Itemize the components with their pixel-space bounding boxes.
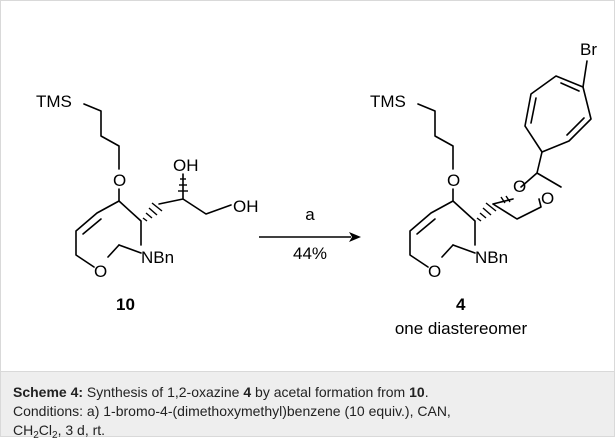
reactant-chain-bonds (83, 103, 120, 170)
caption-line-3: CH2Cl2, 3 d, rt. (13, 421, 602, 441)
reactant-ring-bonds (75, 188, 120, 268)
caption-text-3: . (424, 384, 429, 400)
reactant-ring-n-bond (118, 244, 142, 254)
arrow-reagent-label: a (305, 205, 315, 224)
reactant-compound-label: 10 (116, 295, 135, 314)
product-aryl-ring (524, 75, 592, 153)
reactant-nbn-label: NBn (141, 248, 174, 267)
reactant-oh2-label: OH (233, 197, 259, 216)
product-o-dioxolane-2-label: O (541, 189, 554, 208)
caption-text-2: by acetal formation from (251, 384, 410, 400)
caption-text-1: Synthesis of 1,2-oxazine (83, 384, 244, 400)
product-nbn-label: NBn (475, 248, 508, 267)
product-structure (409, 60, 592, 268)
caption-sub-1: 2 (33, 430, 39, 441)
product-hash-bond-2 (500, 195, 511, 204)
reaction-arrow (259, 232, 361, 242)
caption-solvent-mid: Cl (38, 422, 53, 438)
reaction-scheme: TMS O OH OH NBn O 10 a 44% (1, 1, 614, 371)
caption-solvent-prefix: CH (13, 422, 34, 438)
product-aryl-double-bonds (530, 82, 585, 136)
caption-line-1: Scheme 4: Synthesis of 1,2-oxazine 4 by … (13, 383, 602, 402)
reactant-o-ring-label: O (94, 262, 107, 281)
product-br-label: Br (580, 40, 597, 59)
reactant-hash-bond-2 (178, 178, 188, 192)
caption-compound-a: 4 (243, 384, 252, 400)
product-dioxolane-bonds (492, 151, 562, 220)
caption-sub-2: 2 (52, 430, 58, 441)
product-o-ether-label: O (447, 171, 460, 190)
reactant-hash-bond (142, 202, 163, 222)
reactant-oh1-label: OH (173, 156, 199, 175)
product-ring-bonds (409, 188, 454, 268)
product-ring-c4c5 (452, 200, 476, 246)
caption-compound-b: 10 (409, 384, 425, 400)
caption-line-2: Conditions: a) 1-bromo-4-(dimethoxymethy… (13, 403, 451, 419)
product-o-ring-label: O (428, 262, 441, 281)
reactant-structure (75, 103, 232, 268)
product-tms-label: TMS (370, 92, 406, 111)
scheme-drawing: TMS O OH OH NBn O 10 a 44% (36, 40, 597, 338)
product-chain-bonds (417, 103, 454, 170)
reactant-double-bond (82, 218, 102, 235)
reactant-o-ether-label: O (113, 171, 126, 190)
product-hash-bond (476, 202, 497, 222)
arrow-yield-label: 44% (293, 244, 327, 263)
product-o-dioxolane-1-label: O (513, 177, 526, 196)
product-ring-n-bond (452, 244, 476, 254)
product-br-bond (582, 60, 588, 88)
reactant-ring-c4c5 (118, 200, 142, 246)
scheme-caption: Scheme 4: Synthesis of 1,2-oxazine 4 by … (1, 371, 614, 441)
caption-label: Scheme 4: (13, 384, 84, 400)
product-double-bond (416, 218, 436, 235)
caption-solvent-suffix: , 3 d, rt. (57, 422, 106, 438)
product-note: one diastereomer (395, 319, 528, 338)
reactant-tms-label: TMS (36, 92, 72, 111)
reactant-sidechain (158, 173, 232, 215)
product-compound-label: 4 (456, 295, 466, 314)
